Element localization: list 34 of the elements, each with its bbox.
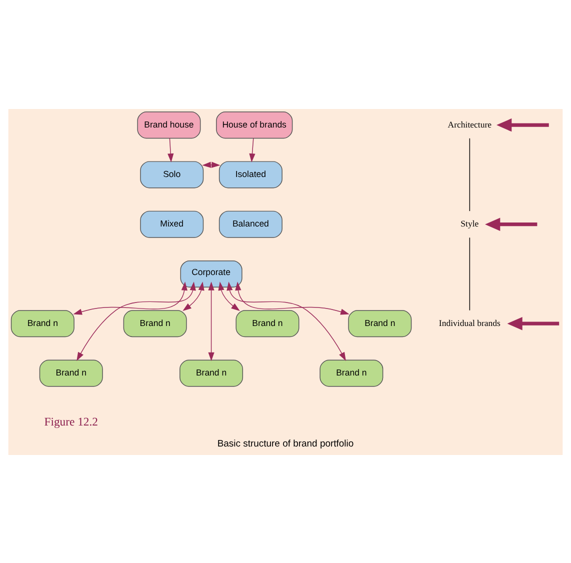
node-box: Brand n [180,359,244,386]
arrow [168,138,174,162]
arrow [182,281,204,310]
node-text: Architecture [448,118,492,129]
node-box: Isolated [218,160,282,188]
arrow [208,281,214,361]
arrow [218,281,240,310]
arrow [507,316,560,330]
arrow [202,161,220,168]
arrow [226,281,346,361]
arrow [73,281,188,314]
node-box: Brand n [39,359,103,386]
arrow [235,281,350,314]
connector [469,138,470,211]
node-box: Brand house [137,111,201,138]
node-text: Individual brands [438,317,500,328]
arrow [496,118,549,132]
node-box: Brand n [320,359,384,386]
node-box: Mixed [140,210,204,238]
arrow [76,281,196,361]
arrow [485,217,538,230]
node-box: Brand n [123,310,187,337]
caption: Basic structure of brand portfolio [217,438,354,450]
node-box: Brand n [10,310,74,337]
node-box: House of brands [216,111,293,138]
node-text: Style [460,218,479,228]
node-box: Brand n [236,310,300,337]
node-box: Corporate [180,260,242,287]
label: Figure 12.2 [44,415,98,428]
node-box: Balanced [218,210,282,238]
node-box: Brand n [348,310,412,337]
connector [469,236,470,310]
arrow [249,138,256,162]
node-box: Solo [140,160,204,188]
